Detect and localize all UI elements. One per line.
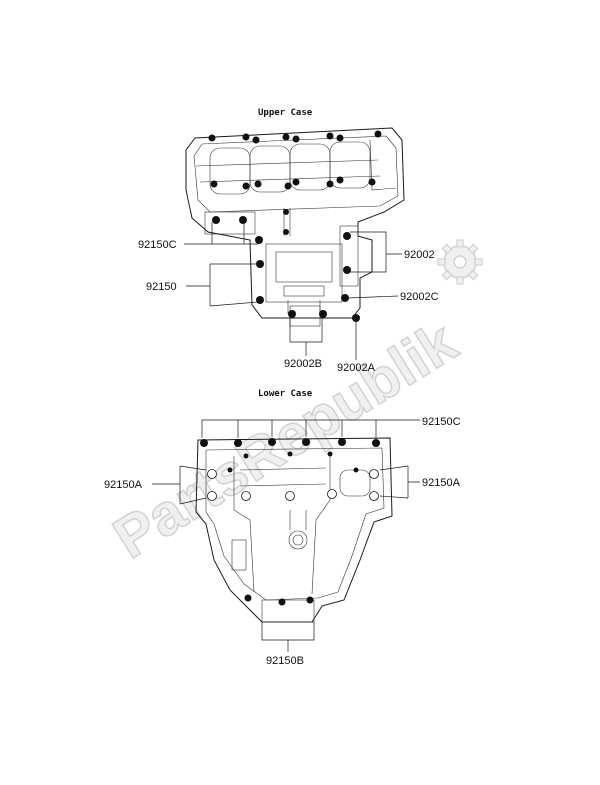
part-label-92002-upper: 92002 (404, 249, 435, 261)
part-label-92150c-lower: 92150C (422, 416, 461, 428)
lower-case-leaders (152, 419, 420, 652)
part-label-92150a-left: 92150A (104, 479, 143, 491)
lower-case-title: Lower Case (258, 389, 313, 399)
part-label-92002b-upper: 92002B (284, 358, 322, 370)
part-label-92150c-upper: 92150C (138, 239, 177, 251)
part-label-92150b-lower: 92150B (266, 655, 304, 667)
upper-case-drawing (185, 127, 405, 327)
upper-case-leaders (184, 222, 402, 360)
lower-case-labels: 92150C 92150A 92150A 92150B (104, 416, 461, 667)
part-label-92150a-right: 92150A (422, 477, 461, 489)
part-label-92002a-upper: 92002A (337, 362, 376, 374)
part-label-92002c-upper: 92002C (400, 291, 439, 303)
upper-case-title: Upper Case (258, 108, 313, 118)
lower-case-drawing (195, 437, 393, 623)
gear-icon (437, 239, 483, 285)
watermark-text: PartsRepublik (102, 309, 468, 571)
part-label-92150-upper: 92150 (146, 281, 177, 293)
upper-case-labels: 92150C 92150 92002 92002C 92002B 92002A (138, 239, 439, 374)
